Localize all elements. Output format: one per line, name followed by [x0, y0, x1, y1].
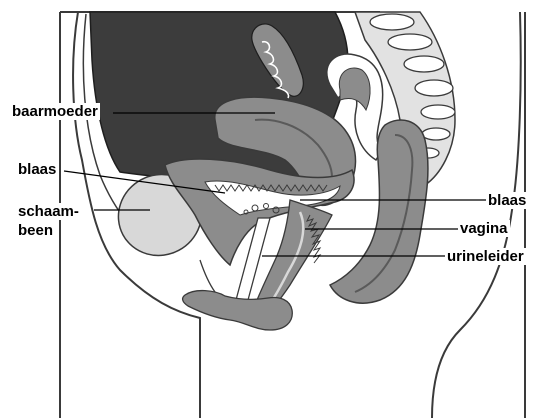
label-pubic-bone-line2: been — [16, 222, 55, 239]
label-pubic-bone-line1: schaam- — [16, 203, 81, 220]
label-urethra: urineleider — [445, 248, 526, 265]
label-bladder-left: blaas — [16, 161, 58, 178]
label-bladder-right: blaas — [486, 192, 528, 209]
label-uterus: baarmoeder — [10, 103, 100, 120]
label-vagina: vagina — [458, 220, 510, 237]
